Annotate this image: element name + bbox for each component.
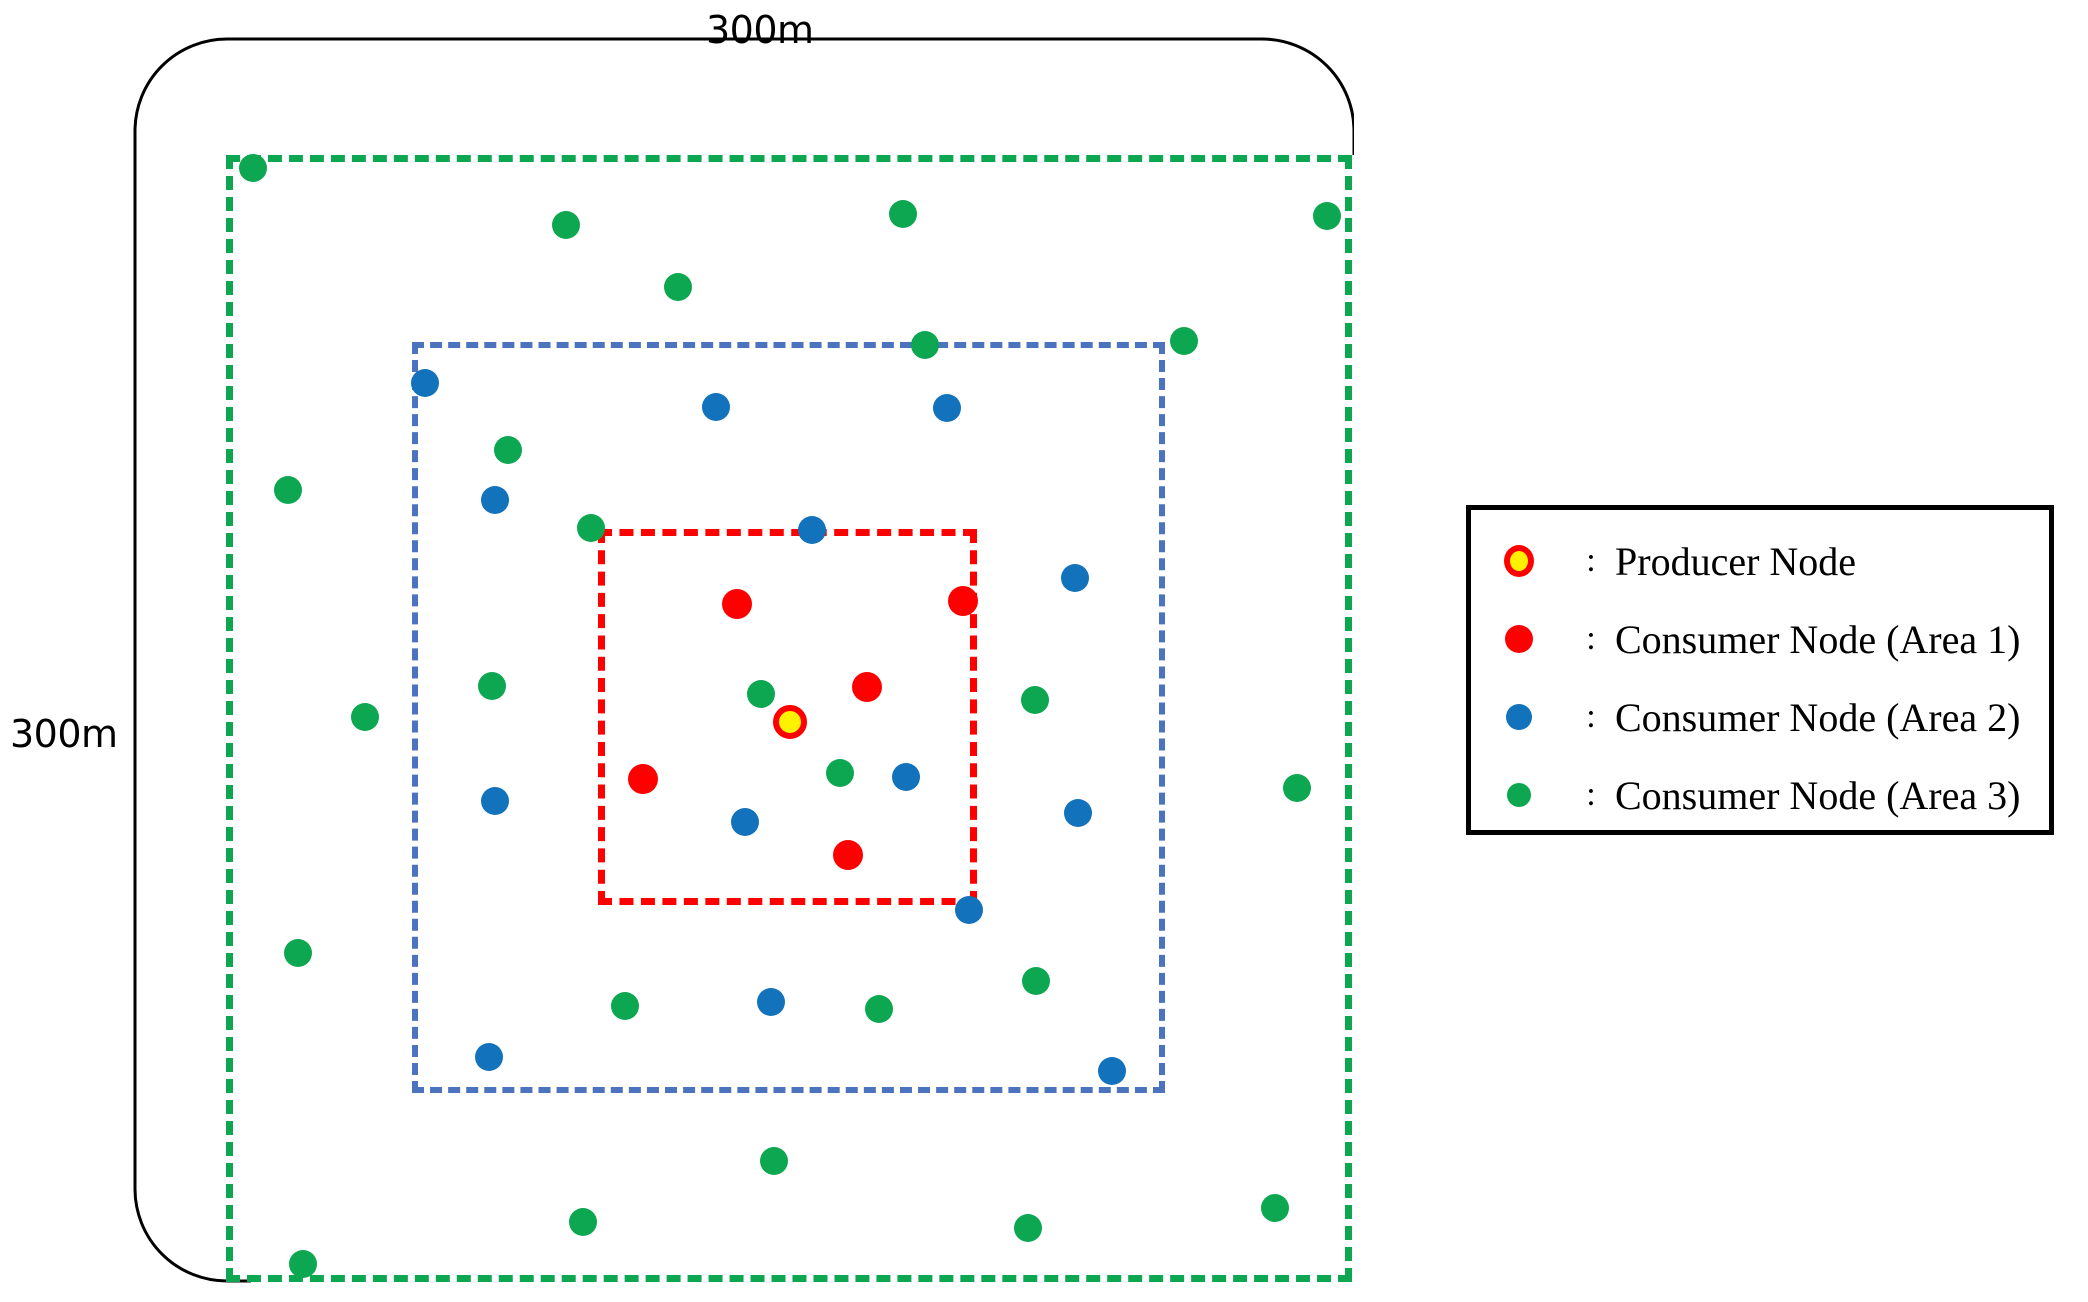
consumer-node-area3 <box>747 680 775 708</box>
consumer-node-area3 <box>239 154 267 182</box>
consumer-node-area2 <box>481 486 509 514</box>
simulation-field: 300m 300m <box>10 8 1354 1284</box>
legend-label-area1: Consumer Node (Area 1) <box>1615 616 2021 662</box>
consumer-node-area3 <box>1014 1214 1042 1242</box>
consumer-node-area1 <box>833 840 863 870</box>
area1-boundary <box>598 529 977 905</box>
dimension-label-left: 300m <box>10 712 118 756</box>
legend-item-producer: : Producer Node <box>1471 522 2049 600</box>
consumer-node-area2 <box>1061 564 1089 592</box>
consumer-node-area3 <box>289 1250 317 1278</box>
consumer-node-area2 <box>892 763 920 791</box>
consumer-node-area3 <box>826 759 854 787</box>
legend-label-area2: Consumer Node (Area 2) <box>1615 694 2021 740</box>
legend-colon-area3: : <box>1586 776 1596 813</box>
legend-colon-producer: : <box>1586 542 1596 579</box>
area3-node-icon <box>1471 783 1567 807</box>
consumer-node-area3 <box>611 992 639 1020</box>
area3-boundary <box>226 155 1352 1282</box>
consumer-node-area2 <box>955 896 983 924</box>
legend-label-producer: Producer Node <box>1615 538 1857 584</box>
legend-colon-area2: : <box>1586 698 1596 735</box>
consumer-node-area3 <box>351 703 379 731</box>
legend-label-area3: Consumer Node (Area 3) <box>1615 772 2021 818</box>
consumer-node-area3 <box>569 1208 597 1236</box>
consumer-node-area2 <box>1098 1057 1126 1085</box>
consumer-node-area2 <box>702 393 730 421</box>
consumer-node-area3 <box>1022 967 1050 995</box>
consumer-node-area3 <box>577 514 605 542</box>
consumer-node-area2 <box>1064 799 1092 827</box>
consumer-node-area3 <box>664 273 692 301</box>
consumer-node-area2 <box>731 808 759 836</box>
consumer-node-area3 <box>1313 202 1341 230</box>
consumer-node-area3 <box>889 200 917 228</box>
consumer-node-area3 <box>1261 1194 1289 1222</box>
legend-item-area1: : Consumer Node (Area 1) <box>1471 600 2049 678</box>
producer-node-icon <box>1471 545 1567 577</box>
consumer-node-area3 <box>1283 774 1311 802</box>
consumer-node-area3 <box>284 939 312 967</box>
consumer-node-area2 <box>475 1043 503 1071</box>
legend-box: : Producer Node : Consumer Node (Area 1)… <box>1466 505 2054 835</box>
area2-node-icon <box>1471 704 1567 730</box>
field-outline <box>132 36 1354 1284</box>
legend-item-area2: : Consumer Node (Area 2) <box>1471 678 2049 756</box>
consumer-node-area3 <box>1021 686 1049 714</box>
consumer-node-area2 <box>411 369 439 397</box>
consumer-node-area2 <box>933 394 961 422</box>
consumer-node-area3 <box>1170 327 1198 355</box>
consumer-node-area3 <box>478 672 506 700</box>
consumer-node-area2 <box>798 516 826 544</box>
legend-item-area3: : Consumer Node (Area 3) <box>1471 756 2049 834</box>
area1-node-icon <box>1471 625 1567 653</box>
consumer-node-area3 <box>865 995 893 1023</box>
consumer-node-area3 <box>494 436 522 464</box>
field-outline-shape <box>133 37 1354 1283</box>
consumer-node-area1 <box>948 586 978 616</box>
producer-node <box>773 705 807 739</box>
consumer-node-area3 <box>552 211 580 239</box>
consumer-node-area2 <box>757 988 785 1016</box>
consumer-node-area1 <box>628 764 658 794</box>
consumer-node-area3 <box>274 476 302 504</box>
consumer-node-area3 <box>911 331 939 359</box>
area2-boundary <box>412 342 1165 1093</box>
consumer-node-area2 <box>481 787 509 815</box>
legend-colon-area1: : <box>1586 620 1596 657</box>
consumer-node-area3 <box>760 1147 788 1175</box>
consumer-node-area1 <box>852 672 882 702</box>
dimension-label-top: 300m <box>706 8 814 52</box>
consumer-node-area1 <box>722 589 752 619</box>
